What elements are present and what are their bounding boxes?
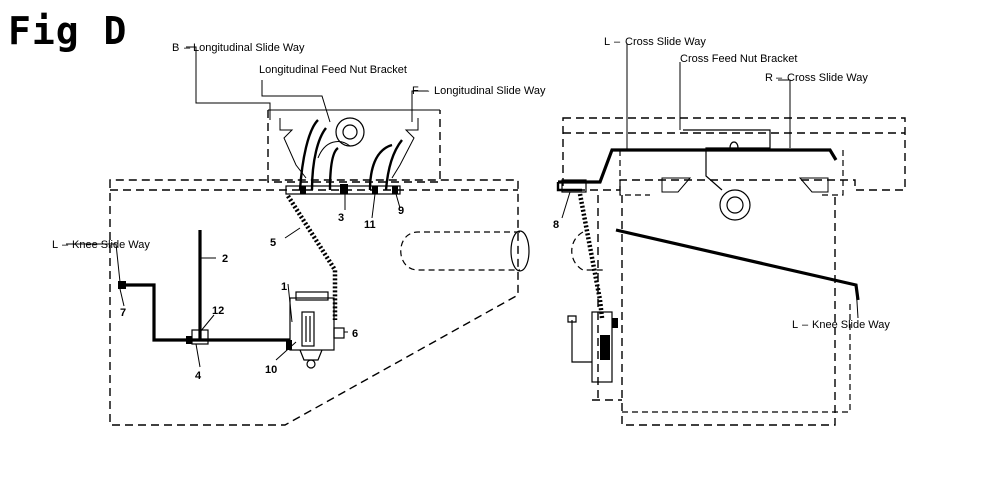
- part-number-2: 2: [222, 253, 228, 265]
- knee-ram-end: [510, 230, 530, 272]
- column-outline: [592, 195, 622, 401]
- part-number-5: 5: [270, 237, 276, 249]
- label-f-code: F: [412, 85, 419, 97]
- label-r-code: R: [765, 72, 773, 84]
- saddle-outline-right: [619, 150, 844, 196]
- knee-ram-cylinder: [400, 231, 520, 271]
- part-number-11: 11: [364, 219, 376, 231]
- manifold-fitting-1: [300, 186, 306, 194]
- pump-right: [591, 311, 613, 383]
- label-l-code: L: [52, 239, 58, 251]
- callout-f: [411, 90, 428, 122]
- main-supply-line: [122, 283, 290, 342]
- label-f-name: Longitudinal Slide Way: [434, 85, 546, 97]
- part-number-10: 10: [265, 364, 277, 376]
- cross-slide-return: [556, 182, 582, 192]
- feed-nut-bracket-edge: [317, 141, 351, 159]
- callout-l-knee: [66, 243, 121, 283]
- leader-lines: [119, 193, 401, 368]
- pump-right-sight: [600, 335, 610, 360]
- pump-drain: [306, 359, 316, 369]
- callout-b: [186, 46, 271, 120]
- figure-title: Fig D: [8, 9, 128, 53]
- part-number-7: 7: [120, 307, 126, 319]
- callout-r-cross: [778, 79, 791, 148]
- label-knee-name: Knee Slide Way: [812, 319, 890, 331]
- label-b-dash: –: [184, 42, 191, 54]
- knee-body-outline: [109, 179, 519, 426]
- cross-feed-fitting: [729, 141, 739, 149]
- part-number-3: 3: [338, 212, 344, 224]
- saddle-right-dovetail: [391, 118, 419, 179]
- fitting-8-block: [561, 179, 587, 193]
- knee-outline-right: [621, 195, 836, 426]
- right-view: L – Cross Slide Way Cross Feed Nut Brack…: [553, 36, 906, 426]
- manifold-fitting-3: [340, 184, 348, 194]
- label-knee-l-code: L: [792, 319, 798, 331]
- part-number-9: 9: [398, 205, 404, 217]
- part-number-8: 8: [553, 219, 559, 231]
- part-number-12: 12: [212, 305, 224, 317]
- label-b-code: B: [172, 42, 179, 54]
- pump-right-fitting: [612, 318, 618, 328]
- pump-right-handle: [567, 315, 592, 363]
- oil-sight-glass: [301, 311, 315, 347]
- knee-slide-oil-line: [615, 228, 860, 301]
- saddle-dovetails-right: [661, 177, 829, 193]
- leader-8: [561, 191, 571, 219]
- label-knee-l-dash: –: [802, 319, 809, 331]
- cross-feed-boss: [719, 189, 751, 221]
- knee-ram-right: [571, 231, 605, 271]
- callout-feed-nut: [261, 80, 331, 123]
- manifold-fitting-11: [372, 186, 378, 194]
- part-number-1: 1: [281, 281, 287, 293]
- oil-pump-reservoir: [289, 297, 335, 351]
- cross-feed-bore: [726, 196, 744, 214]
- cross-slide-oil-line: [558, 148, 838, 184]
- fitting-7: [118, 281, 126, 289]
- saddle-left-dovetail: [279, 118, 307, 179]
- pump-base: [299, 349, 323, 361]
- flexible-hose: [286, 194, 338, 320]
- label-f-dash: –: [423, 85, 430, 97]
- label-cross-l-name: Cross Slide Way: [625, 36, 706, 48]
- sight-glass-level: [305, 316, 311, 342]
- saddle-outline: [267, 110, 441, 183]
- pump-outlet-10: [286, 340, 292, 350]
- left-view: B – Longitudinal Slide Way Longitudinal …: [52, 42, 546, 426]
- label-longitudinal-feed-nut: Longitudinal Feed Nut Bracket: [259, 64, 407, 76]
- label-cross-l-dash: –: [614, 36, 621, 48]
- part-number-6: 6: [352, 328, 358, 340]
- oil-pump-cap: [295, 291, 329, 301]
- label-cross-feed-nut: Cross Feed Nut Bracket: [680, 53, 797, 65]
- label-r-name: Cross Slide Way: [787, 72, 868, 84]
- manifold-fitting-9: [392, 186, 398, 194]
- oil-lines-to-saddle: [298, 119, 403, 191]
- label-l-dash: –: [62, 239, 69, 251]
- coupling-4: [186, 336, 192, 344]
- pump-handle-fitting: [333, 327, 345, 339]
- callout-knee-slide: [855, 285, 859, 319]
- label-l-name: Knee Slide Way: [72, 239, 150, 251]
- label-r-dash: –: [776, 72, 783, 84]
- feed-nut-bore: [342, 124, 358, 140]
- knee-base: [622, 300, 851, 413]
- cross-feed-bracket: [683, 129, 771, 191]
- label-cross-l-code: L: [604, 36, 610, 48]
- label-b-name: Longitudinal Slide Way: [193, 42, 305, 54]
- table-outline: [562, 117, 906, 191]
- part-number-4: 4: [195, 370, 202, 382]
